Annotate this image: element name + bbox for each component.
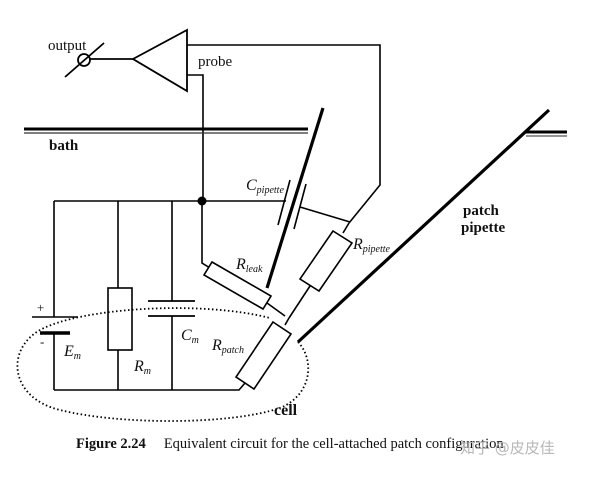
probe-label: probe [198,54,232,70]
amp-feedback-wire [187,44,381,224]
c-m-label: Cm [181,327,199,346]
output-label: output [48,38,87,54]
electrode [265,107,325,289]
c-m-capacitor [148,201,195,390]
plus-sign: + [37,300,44,315]
r-m-resistor [107,201,133,390]
cell-label: cell [274,402,298,419]
r-patch-label: Rpatch [211,337,244,356]
r-m-label: Rm [133,358,151,377]
r-pipette-resistor [288,222,354,319]
minus-sign: - [40,334,44,349]
caption-text: Equivalent circuit for the cell-attached… [163,436,504,452]
r-patch-resistor [54,317,293,391]
r-leak-label: Rleak [235,256,263,275]
c-pipette-label: Cpipette [246,177,284,196]
bath-label: bath [49,138,79,154]
patch-pipette-label: patch [463,203,499,219]
e-m-label: Em [63,343,81,362]
battery-em [32,201,78,390]
figure-caption: Figure 2.24 Equivalent circuit for the ce… [76,436,504,453]
r-pipette-label: Rpipette [352,236,391,255]
watermark: 知乎 @皮皮佳 [460,439,555,457]
amplifier-icon [131,28,188,93]
figure-number: Figure 2.24 [76,436,146,452]
r-leak-resistor [201,201,286,317]
probe-wire [187,74,204,200]
c-pipette-capacitor [277,179,351,230]
output-terminal [64,42,133,78]
cell-membrane-outline [16,307,310,422]
patch-pipette-wall [296,108,551,344]
patch-pipette-label-2: pipette [461,220,506,236]
bath-surface [24,127,567,137]
